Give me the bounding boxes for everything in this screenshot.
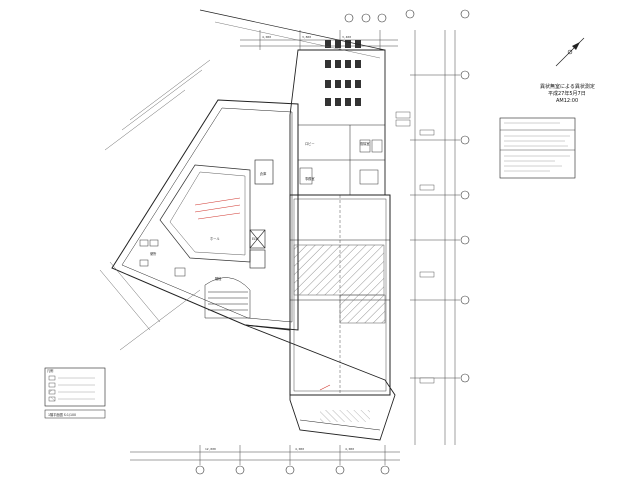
- room-label-elv: ELV: [252, 237, 258, 241]
- bottom-apron: [244, 324, 396, 441]
- bottom-dim-texts: 12,000 4,000 4,000: [205, 447, 354, 451]
- survey-note: 異状無室による異状測定 平成27年5月7日 AM12:00: [540, 83, 595, 104]
- survey-note-line1: 異状無室による異状測定: [540, 83, 595, 90]
- sheet-label: 1階平面図 S:1/100: [48, 412, 76, 417]
- hatched-zone-3: [320, 410, 370, 422]
- top-dim-texts: 4,000 3,800 3,400: [262, 35, 351, 39]
- elevator-core: [249, 159, 274, 269]
- survey-note-line2: 平成27年5月7日: [548, 90, 586, 97]
- top-dimension-lines: [240, 30, 398, 50]
- room-labels: ロビー 風除室 事務室 ホール 階段 ELV 便所 倉庫: [150, 141, 370, 281]
- svg-text:4,000: 4,000: [262, 35, 271, 39]
- fixtures: [139, 139, 383, 277]
- room-label-office: 事務室: [305, 176, 315, 181]
- hatched-zone-1: [293, 244, 385, 296]
- bottom-axis-bubbles: [195, 465, 390, 475]
- room-label-storage: 倉庫: [260, 171, 267, 176]
- svg-text:3,800: 3,800: [302, 35, 311, 39]
- survey-note-line3: AM12:00: [556, 98, 578, 104]
- top-axis-bubbles: [344, 9, 470, 23]
- svg-text:3,400: 3,400: [342, 35, 351, 39]
- inner-hall: [159, 164, 251, 263]
- room-label-vestibule: 風除室: [360, 141, 370, 146]
- svg-text:4,000: 4,000: [345, 447, 354, 451]
- right-dimension-chain: [410, 30, 460, 445]
- sheet-label-frame: [44, 409, 106, 419]
- north-arrow-icon: [555, 37, 585, 67]
- left-diagonal-dimensions: [99, 59, 211, 351]
- hatched-zone-2: [339, 294, 386, 324]
- bottom-dimension-chain: [130, 445, 400, 465]
- legend-swatches: [48, 375, 56, 402]
- east-diagonal-edge-inner: [214, 21, 381, 59]
- staircase: [204, 277, 251, 319]
- info-box-lines: [504, 122, 570, 172]
- room-label-lobby: ロビー: [305, 141, 315, 146]
- east-diagonal-edge: [199, 9, 386, 51]
- right-axis-bubbles: [460, 70, 470, 383]
- svg-text:4,000: 4,000: [295, 447, 304, 451]
- svg-text:12,000: 12,000: [205, 447, 216, 451]
- right-edge-tags: [395, 111, 435, 384]
- upper-block: [289, 49, 386, 196]
- room-label-hall: ホール: [210, 236, 220, 241]
- room-label-stairs: 階段: [215, 276, 222, 281]
- red-accents: [194, 197, 331, 391]
- legend-text-lines: [58, 377, 95, 400]
- info-box: [499, 117, 576, 179]
- legend-title: 凡例: [47, 368, 53, 373]
- room-label-wc: 便所: [150, 251, 157, 256]
